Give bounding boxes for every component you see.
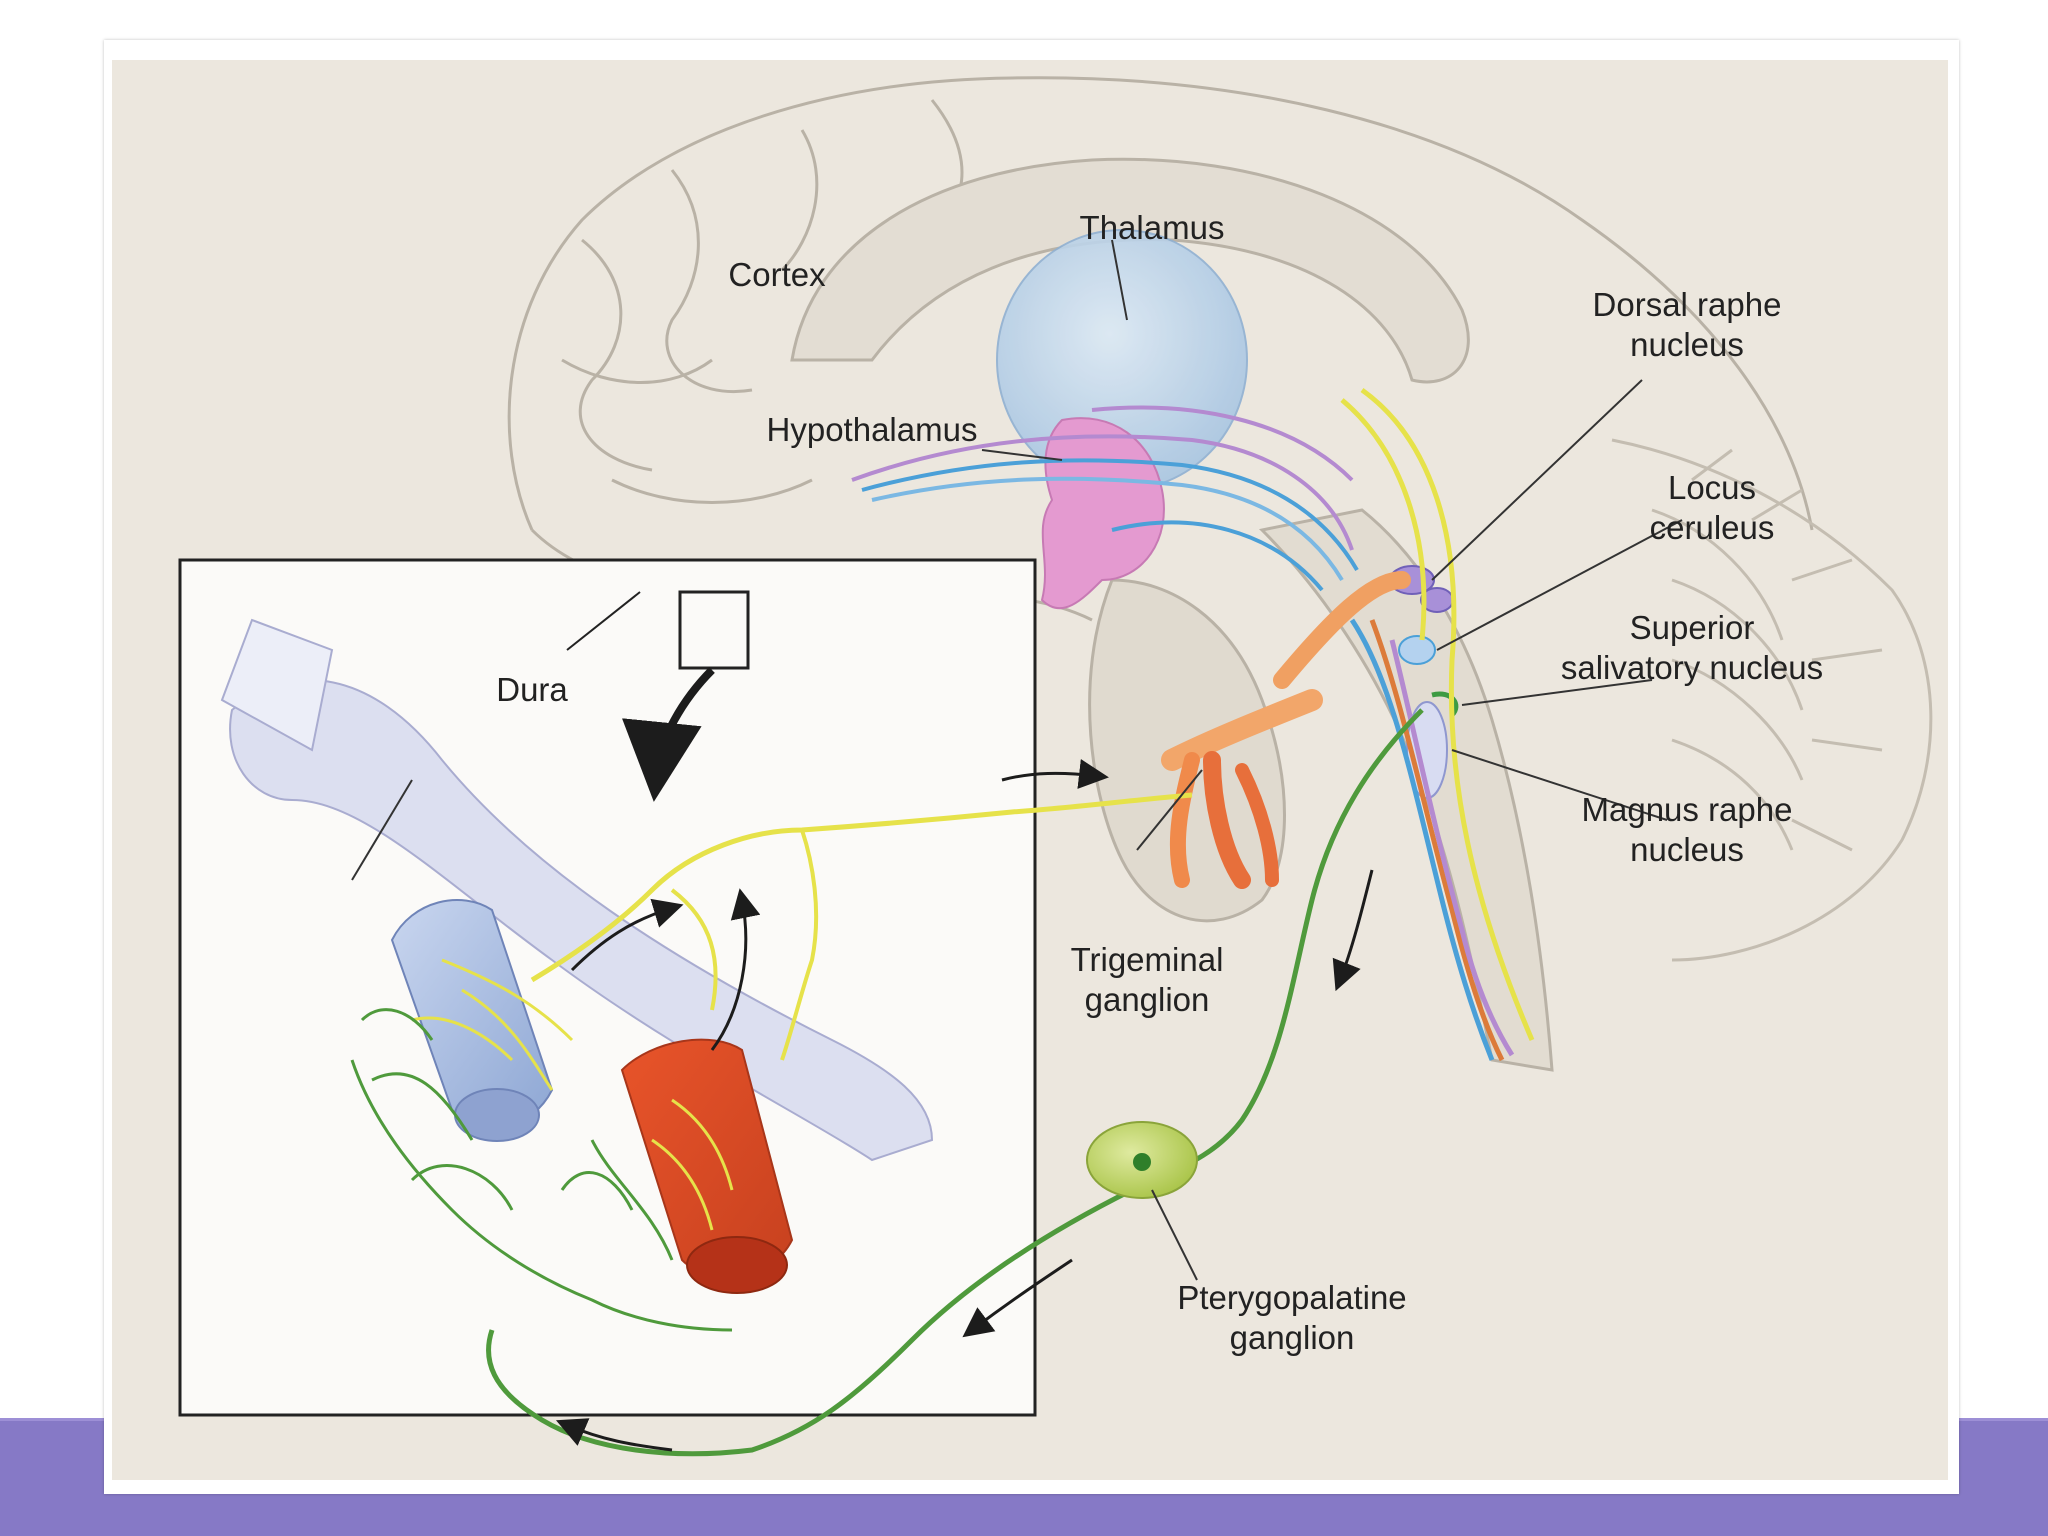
arrow-inset-up-2 — [710, 888, 761, 1051]
leader-thalamus — [1111, 239, 1128, 321]
dura-magnify-box — [678, 590, 750, 670]
trigeminal-ganglion-shape — [1161, 571, 1411, 889]
migraine-pathway-figure: Thalamus Cortex Hypothalamus Dorsal raph… — [112, 60, 1948, 1480]
hypothalamus-shape — [1040, 417, 1165, 610]
brainstem — [1258, 508, 1554, 1072]
arrow-down-green — [1332, 869, 1374, 992]
leader-pterygopalatine — [1151, 1189, 1198, 1281]
label-thalamus: Thalamus — [1079, 209, 1225, 246]
brain-illustration — [178, 76, 1933, 1457]
cerebellum — [1611, 438, 1933, 962]
arrow-bottom-left — [555, 1418, 673, 1452]
leader-magnus-raphe — [1451, 749, 1668, 821]
parasympathetic-pathway — [486, 708, 1424, 1457]
magnify-arrow — [622, 667, 715, 802]
leader-dorsal-raphe — [1431, 379, 1643, 581]
leader-superior-salivatory — [1461, 679, 1653, 706]
label-hypothalamus: Hypothalamus — [766, 411, 978, 448]
leader-hypothalamus — [981, 449, 1063, 461]
leader-locus-ceruleus — [1436, 519, 1683, 651]
label-cortex: Cortex — [728, 256, 826, 293]
cortex-outline — [507, 76, 1814, 622]
arrow-to-trigeminal — [1001, 759, 1109, 789]
label-dura: Dura — [496, 671, 568, 708]
leader-trigeminal — [1136, 769, 1203, 851]
leader-dura — [351, 779, 413, 881]
arrow-inset-up-1 — [570, 898, 684, 972]
arrow-to-dura-green — [962, 1258, 1073, 1338]
locus-ceruleus-shape — [1398, 635, 1436, 665]
dura-inset-panel — [178, 558, 1037, 1417]
